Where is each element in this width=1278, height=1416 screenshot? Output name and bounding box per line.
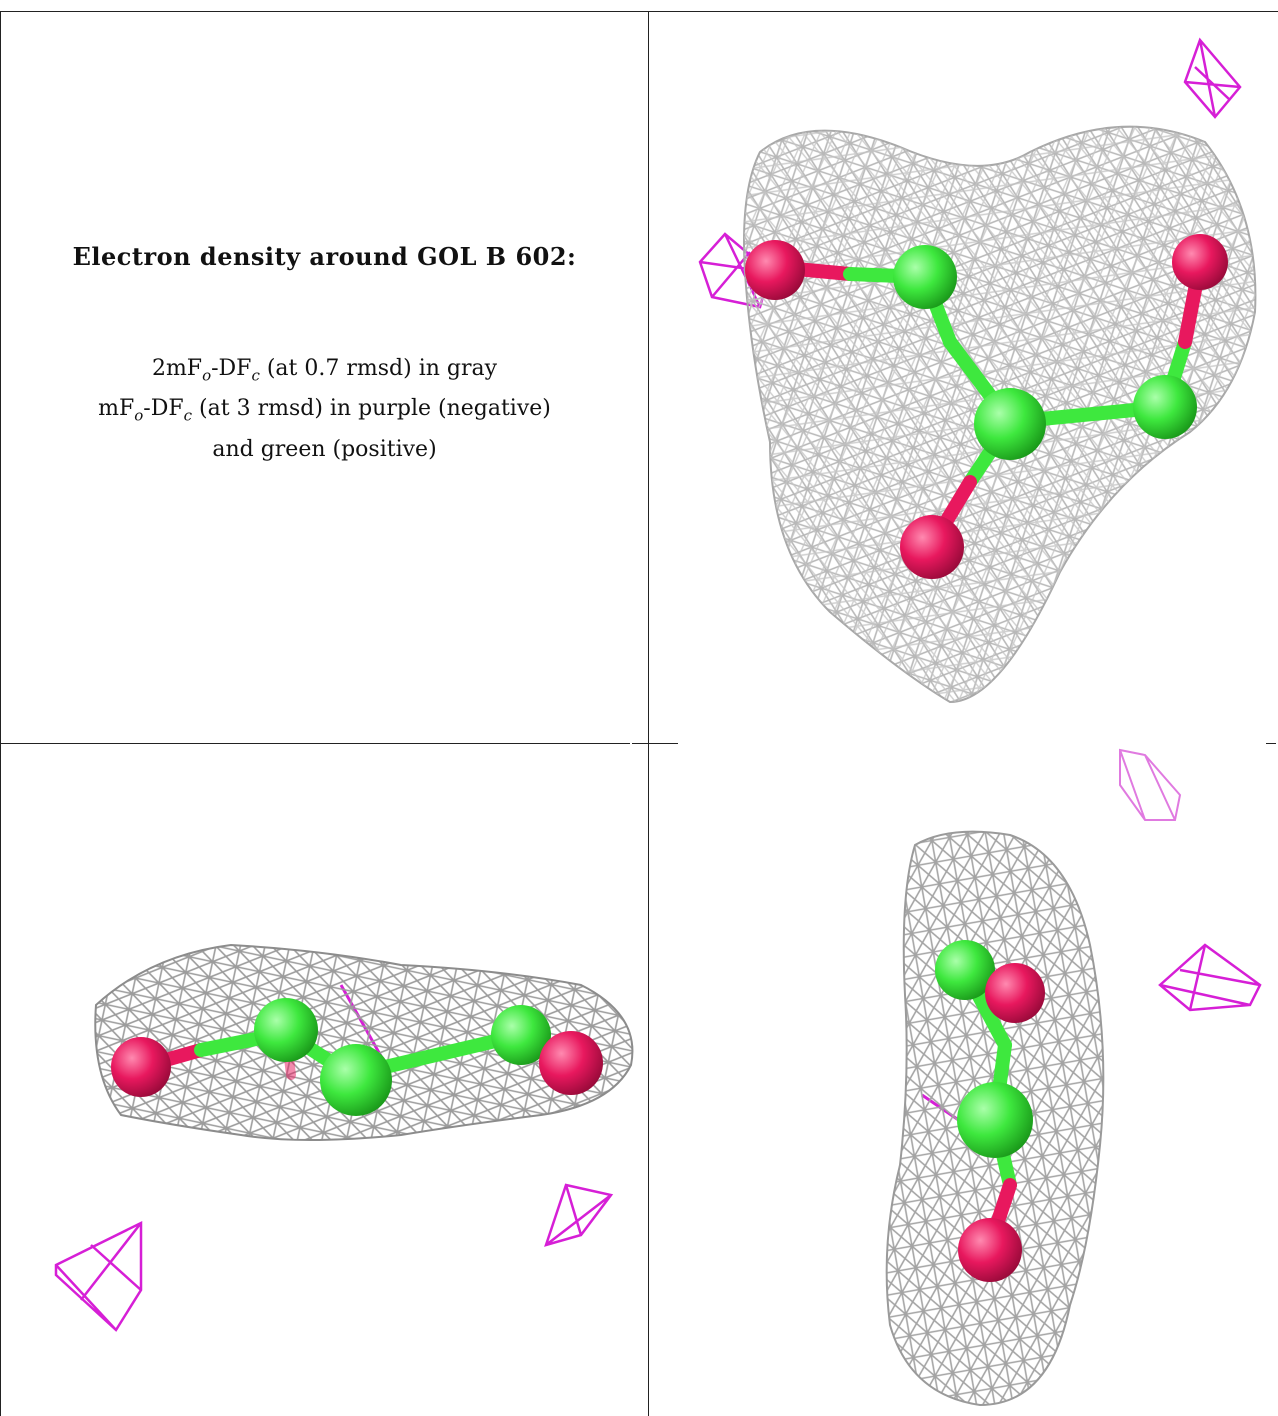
- glycerol-model: [935, 940, 1045, 1282]
- middle-divider-right: [632, 743, 678, 744]
- view-bottom-right: [650, 745, 1278, 1416]
- density-render-1: [698, 37, 1257, 704]
- left-border: [0, 11, 1, 1416]
- figure-title: Electron density around GOL B 602:: [72, 242, 577, 271]
- gray-density-mesh: [94, 943, 634, 1141]
- legend-line-green: and green (positive): [212, 436, 437, 462]
- negative-density-cage: [544, 1183, 614, 1247]
- negative-density-cage: [54, 1220, 143, 1332]
- right-tick: [1266, 743, 1276, 744]
- density-render-2: [54, 943, 634, 1332]
- view-bottom-left: [1, 745, 648, 1416]
- density-render-3: [885, 748, 1262, 1407]
- top-border: [0, 11, 1278, 12]
- negative-density-cage: [1158, 943, 1262, 1012]
- middle-divider-left: [0, 743, 630, 744]
- legend-line-purple: mFo-DFc (at 3 rmsd) in purple (negative): [98, 396, 551, 425]
- caption-cell: Electron density around GOL B 602: 2mFo-…: [1, 12, 648, 743]
- figure-legend: 2mFo-DFc (at 0.7 rmsd) in gray mFo-DFc (…: [1, 352, 648, 467]
- negative-density-cage: [1183, 37, 1242, 119]
- legend-line-gray: 2mFo-DFc (at 0.7 rmsd) in gray: [151, 356, 498, 385]
- glycerol-model: [111, 998, 603, 1116]
- center-divider: [648, 11, 649, 1416]
- view-top-right: [650, 12, 1278, 743]
- negative-density-cage: [1119, 748, 1182, 821]
- glycerol-model: [745, 234, 1228, 579]
